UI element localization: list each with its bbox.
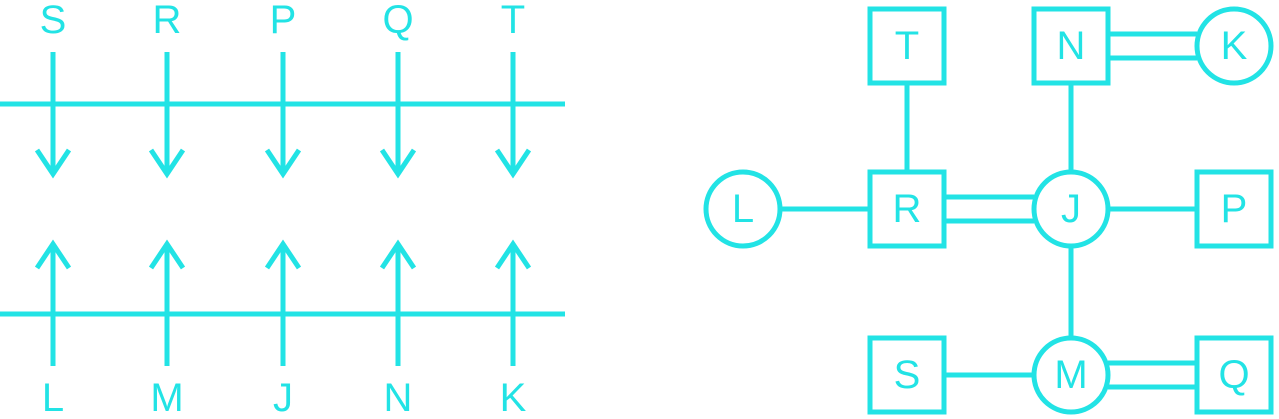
node-j-label: J [1061, 187, 1081, 231]
node-k-label: K [1221, 24, 1248, 68]
graph-edges [780, 31, 1197, 390]
node-r-square [867, 169, 947, 249]
node-s-label: S [894, 353, 921, 397]
node-q-square [1194, 335, 1274, 415]
top-label-1: S [40, 0, 67, 42]
down-arrow-3 [264, 52, 302, 179]
top-label-3: P [270, 0, 297, 42]
node-k: K [1194, 6, 1274, 86]
node-q-label: Q [1218, 353, 1249, 397]
node-s: S [867, 335, 947, 415]
node-n-label: N [1057, 24, 1086, 68]
bottom-label-2: M [150, 376, 183, 419]
up-arrow-2 [148, 239, 186, 366]
top-label-2: R [153, 0, 182, 42]
up-arrow-5 [494, 239, 532, 366]
top-label-5: T [501, 0, 525, 42]
node-t: T [867, 6, 947, 86]
bottom-label-4: N [384, 376, 413, 419]
node-l-circle [703, 169, 783, 249]
left-panel: S R P Q T L M J N K [0, 0, 565, 419]
node-q: Q [1194, 335, 1274, 415]
node-j: J [1031, 169, 1111, 249]
node-p: P [1194, 169, 1274, 249]
bottom-label-5: K [500, 376, 527, 419]
up-arrow-3 [264, 239, 302, 366]
node-k-circle [1194, 6, 1274, 86]
edge-n-k [1108, 31, 1197, 61]
top-label-4: Q [382, 0, 413, 42]
right-panel: T N K L R J P S M Q [703, 6, 1274, 415]
node-p-square [1194, 169, 1274, 249]
down-arrow-1 [34, 52, 72, 179]
up-arrow-4 [379, 239, 417, 366]
node-t-square [867, 6, 947, 86]
bottom-label-1: L [42, 376, 64, 419]
node-s-square [867, 335, 947, 415]
down-arrow-2 [148, 52, 186, 179]
node-l: L [703, 169, 783, 249]
down-arrow-4 [379, 52, 417, 179]
up-arrow-1 [34, 239, 72, 366]
node-t-label: T [895, 24, 919, 68]
bottom-label-3: J [273, 376, 293, 419]
down-arrow-5 [494, 52, 532, 179]
node-n-square [1031, 6, 1111, 86]
node-j-circle [1031, 169, 1111, 249]
node-r: R [867, 169, 947, 249]
edge-m-q [1108, 360, 1197, 390]
node-n: N [1031, 6, 1111, 86]
node-m-circle [1031, 335, 1111, 415]
node-r-label: R [893, 187, 922, 231]
node-p-label: P [1221, 187, 1248, 231]
node-m: M [1031, 335, 1111, 415]
graph-nodes: T N K L R J P S M Q [703, 6, 1274, 415]
node-l-label: L [732, 187, 754, 231]
edge-r-j [944, 194, 1034, 224]
node-m-label: M [1054, 353, 1087, 397]
